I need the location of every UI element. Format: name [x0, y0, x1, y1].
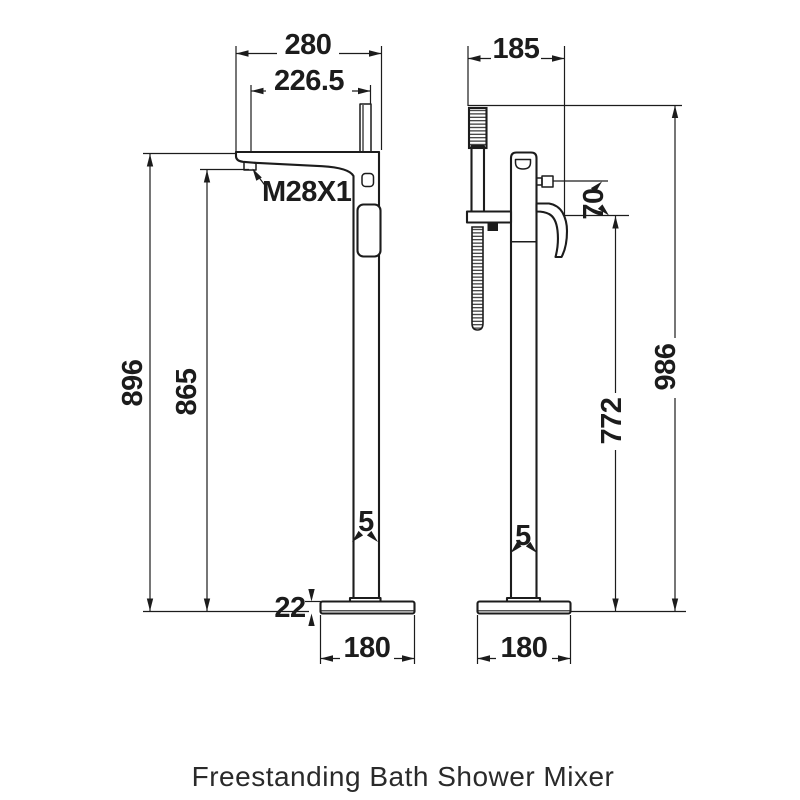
dim-front-base-width: 180 [344, 632, 391, 664]
drawing-caption: Freestanding Bath Shower Mixer [192, 761, 615, 792]
dim-spout-thread: M28X1 [262, 176, 352, 208]
dim-front-spout-height: 865 [171, 368, 203, 415]
dim-spout-projection: 226.5 [274, 65, 344, 97]
front-view-body [234, 103, 416, 615]
dim-diverter-offset: 70 [578, 188, 610, 219]
dim-front-column-detail: 5 [358, 506, 374, 538]
dim-side-column-detail: 5 [515, 520, 531, 552]
side-view-dimensions: 185 70 986 772 5 180 [467, 33, 686, 664]
dim-side-base-width: 180 [501, 632, 548, 664]
dim-base-thickness: 22 [274, 592, 305, 624]
front-view-dimensions: 280 226.5 M28X1 896 865 5 [117, 29, 416, 664]
dim-handle-height: 772 [596, 398, 628, 445]
dim-overall-depth: 185 [493, 33, 540, 65]
dim-front-overall-height: 896 [117, 359, 149, 406]
side-view-body [465, 106, 572, 615]
dim-overall-width: 280 [285, 29, 332, 61]
dim-side-overall-height: 986 [650, 343, 682, 390]
